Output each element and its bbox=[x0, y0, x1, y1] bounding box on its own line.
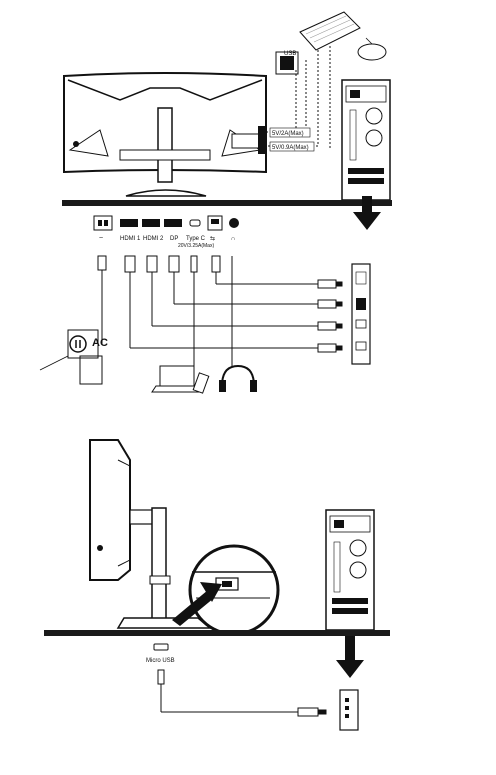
port-labels: ~ HDMI 1 HDMI 2 DP Type C 20V/3.25A(Max)… bbox=[99, 235, 235, 249]
micro-usb-port: Micro USB bbox=[146, 643, 175, 664]
power-label-2: 5V/0.9A(Max) bbox=[272, 145, 309, 151]
pc-tower-top bbox=[341, 79, 391, 201]
keyboard-icon bbox=[299, 11, 361, 51]
floor-line-top bbox=[62, 200, 392, 206]
pc-back-panel-bottom bbox=[339, 689, 359, 731]
down-arrow-bottom bbox=[336, 636, 364, 678]
ac-symbol: ~ bbox=[99, 235, 103, 242]
monitor-side bbox=[89, 439, 213, 629]
typec-power-label: 20V/3.25A(Max) bbox=[178, 243, 214, 249]
hdmi2-port bbox=[142, 219, 160, 227]
cable-runs-top bbox=[101, 270, 318, 366]
port-row bbox=[93, 215, 239, 231]
down-arrow-top bbox=[353, 196, 381, 230]
pc-tower-bottom bbox=[325, 509, 375, 631]
ac-label: AC bbox=[92, 337, 108, 349]
hdmi1-port bbox=[120, 219, 138, 227]
mouse-icon bbox=[357, 37, 387, 61]
ac-port bbox=[93, 215, 113, 231]
usb-hub: USB bbox=[275, 51, 299, 75]
dp-label: DP bbox=[170, 236, 178, 242]
headphones-icon bbox=[219, 364, 257, 392]
hdmi2-label: HDMI 2 bbox=[143, 236, 164, 242]
usb-hub-label: USB bbox=[284, 51, 296, 57]
pc-side-connectors bbox=[317, 279, 343, 353]
pc-back-panel-top bbox=[351, 263, 371, 365]
usb-power-labels: 5V/2A(Max) 5V/0.9A(Max) bbox=[269, 127, 315, 152]
monitor-rear bbox=[63, 72, 267, 197]
cable-plugs bbox=[97, 255, 233, 274]
audio-symbol: ∩ bbox=[231, 236, 235, 242]
audio-port bbox=[229, 218, 239, 228]
micro-usb-label: Micro USB bbox=[146, 658, 175, 664]
phone-icon bbox=[192, 372, 210, 394]
typec-port bbox=[189, 219, 201, 227]
hdmi1-label: HDMI 1 bbox=[120, 236, 141, 242]
micro-usb-cable bbox=[157, 669, 327, 717]
dp-port bbox=[164, 219, 182, 227]
pointer-arrow bbox=[172, 582, 222, 626]
typec-label: Type C bbox=[186, 236, 206, 242]
usb-symbol: ⇆ bbox=[210, 235, 215, 242]
power-label-1: 5V/2A(Max) bbox=[272, 131, 304, 137]
floor-line-bottom bbox=[44, 630, 390, 636]
magnifier-detail bbox=[188, 544, 280, 636]
ac-outlet: AC bbox=[39, 329, 108, 385]
laptop-icon bbox=[151, 365, 203, 393]
